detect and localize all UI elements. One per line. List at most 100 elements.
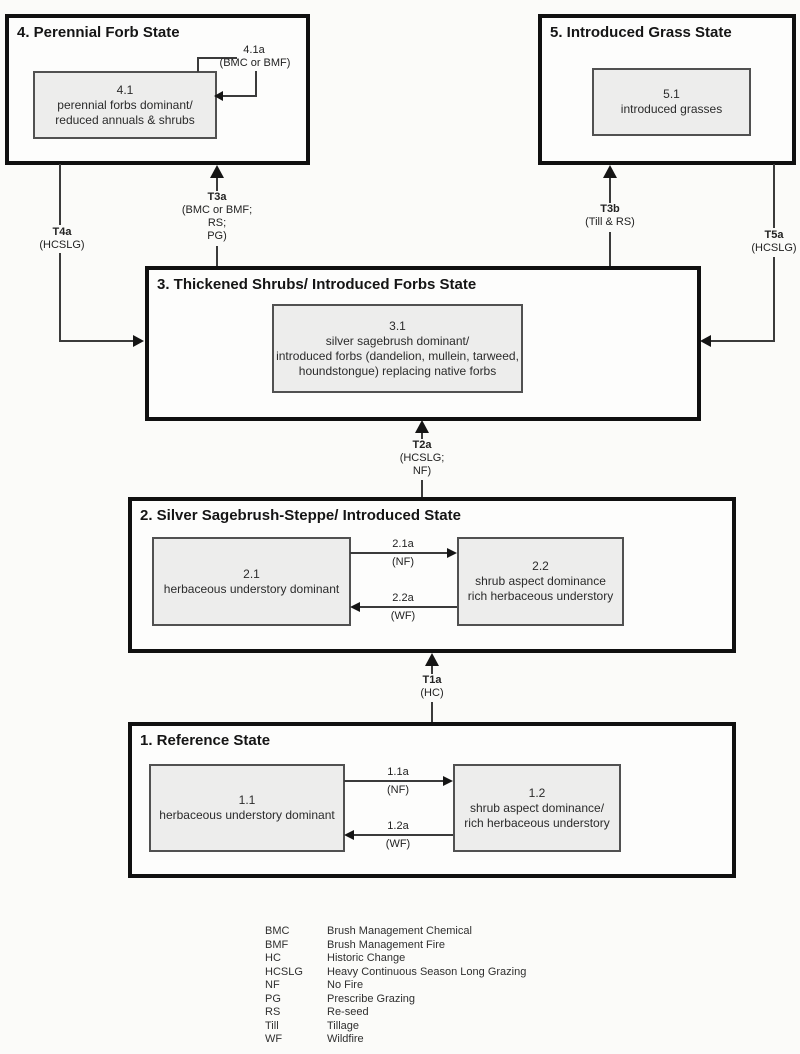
legend: BMC Brush Management Chemical BMF Brush Ma… (265, 925, 526, 1047)
pathway-1-1a-line (344, 780, 443, 782)
legend-abbr: WF (265, 1033, 283, 1045)
legend-abbr: HC (265, 952, 281, 964)
pathway-4-1a-cause: (BMC or BMF) (219, 57, 291, 69)
state-title-2: 2. Silver Sagebrush-Steppe/ Introduced S… (140, 507, 461, 524)
community-number: 2.1 (243, 566, 260, 581)
legend-abbr: RS (265, 1006, 281, 1018)
transition-t1a-line (431, 702, 433, 722)
transition-t5a-line (773, 164, 775, 228)
transition-cause: (HCSLG) (39, 239, 85, 251)
community-box-4-1: 4.1 perennial forbs dominant/ reduced an… (33, 71, 217, 139)
pathway-1-1a-cause: (NF) (387, 784, 409, 796)
pathway-4-1a-name: 4.1a (243, 44, 265, 56)
community-text: shrub aspect dominance (475, 574, 606, 588)
transition-t3a-label: T3a (BMC or BMF; RS; PG) (167, 191, 267, 243)
state-title-1: 1. Reference State (140, 732, 271, 749)
pathway-2-2a-name: 2.2a (392, 592, 414, 604)
community-box-1-1: 1.1 herbaceous understory dominant (149, 764, 345, 852)
arrow-up-icon (425, 653, 439, 666)
state-title-4: 4. Perennial Forb State (17, 24, 180, 41)
legend-label: Re-seed (327, 1006, 369, 1018)
arrow-left-icon (344, 830, 354, 840)
legend-label: Historic Change (327, 952, 406, 964)
community-box-5-1: 5.1 introduced grasses (592, 68, 751, 136)
transition-t3a-line (216, 178, 218, 191)
transition-cause: RS; (207, 217, 227, 229)
community-text: shrub aspect dominance/ (469, 800, 605, 815)
transition-name: T3b (600, 203, 620, 215)
arrow-right-icon (443, 776, 453, 786)
transition-t5a-line (773, 257, 775, 342)
transition-t3b-line (609, 232, 611, 266)
state-title-5: 5. Introduced Grass State (550, 24, 732, 41)
legend-row: HCSLG Heavy Continuous Season Long Grazin… (265, 966, 526, 980)
legend-abbr: HCSLG (265, 965, 303, 978)
community-box-2-2: 2.2 shrub aspect dominance rich herbaceo… (457, 537, 624, 626)
transition-name: T5a (764, 229, 784, 241)
community-number: 3.1 (389, 318, 406, 333)
legend-row: BMC Brush Management Chemical (265, 925, 526, 939)
community-text: silver sagebrush dominant/ (325, 333, 470, 348)
transition-t2a-line (421, 433, 423, 439)
pathway-2-2a-cause: (WF) (390, 610, 416, 622)
arrow-up-icon (210, 165, 224, 178)
transition-cause: (HC) (420, 687, 444, 699)
transition-t1a-line (431, 666, 433, 674)
pathway-1-1a-name: 1.1a (387, 766, 409, 778)
transition-cause: (BMC or BMF; (181, 204, 253, 216)
transition-name: T3a (207, 191, 227, 203)
transition-cause: (Till & RS) (585, 216, 635, 228)
transition-name: T4a (52, 226, 72, 238)
legend-label: No Fire (327, 979, 364, 991)
transition-cause: (HCSLG) (751, 242, 797, 254)
transition-cause: PG) (207, 230, 227, 242)
pathway-2-1a-cause: (NF) (392, 556, 414, 568)
transition-t4a-line (59, 253, 61, 342)
legend-abbr: BMF (265, 938, 289, 951)
transition-t5a-line (711, 340, 775, 342)
community-number: 5.1 (663, 87, 680, 101)
transition-t3a-line (216, 246, 218, 266)
transition-t1a-label: T1a (HC) (392, 674, 472, 700)
transition-t3b-line (609, 178, 611, 203)
transition-t4a-line (59, 164, 61, 225)
pathway-4-1a-line (197, 57, 199, 72)
pathway-2-1a-name: 2.1a (392, 538, 414, 550)
transition-cause: NF) (412, 465, 432, 477)
legend-abbr: PG (265, 992, 281, 1005)
community-number: 1.1 (238, 793, 256, 807)
arrow-left-icon (700, 335, 711, 347)
arrow-left-icon (214, 91, 223, 101)
legend-label: Heavy Continuous Season Long Grazing (327, 965, 527, 978)
legend-row: HC Historic Change (265, 952, 526, 966)
pathway-4-1a-line (255, 71, 257, 97)
community-number: 4.1 (116, 82, 134, 97)
legend-label: Brush Management Chemical (327, 925, 472, 937)
pathway-2-2a-line (360, 606, 457, 608)
transition-name: T1a (422, 674, 442, 686)
legend-label: Tillage (327, 1019, 359, 1032)
state-box-2: 2. Silver Sagebrush-Steppe/ Introduced S… (128, 497, 736, 653)
community-box-3-1: 3.1 silver sagebrush dominant/ introduce… (272, 304, 523, 393)
community-box-1-2: 1.2 shrub aspect dominance/ rich herbace… (453, 764, 621, 852)
legend-row: WF Wildfire (265, 1033, 526, 1047)
community-text: perennial forbs dominant/ (57, 97, 193, 112)
transition-t3b-label: T3b (Till & RS) (560, 203, 660, 229)
transition-t4a-label: T4a (HCSLG) (20, 226, 104, 252)
transition-t4a-line (59, 340, 135, 342)
community-text: herbaceous understory dominant (159, 808, 335, 822)
pathway-2-1a-line (350, 552, 447, 554)
legend-row: BMF Brush Management Fire (265, 939, 526, 953)
community-text: rich herbaceous understory (467, 589, 614, 603)
legend-row: RS Re-seed (265, 1006, 526, 1020)
legend-label: Brush Management Fire (327, 938, 445, 951)
legend-label: Wildfire (327, 1033, 364, 1045)
transition-name: T2a (412, 439, 432, 451)
legend-abbr: BMC (265, 925, 290, 937)
arrow-right-icon (447, 548, 457, 558)
community-text: reduced annuals & shrubs (55, 112, 195, 127)
transition-t2a-label: T2a (HCSLG; NF) (382, 439, 462, 478)
